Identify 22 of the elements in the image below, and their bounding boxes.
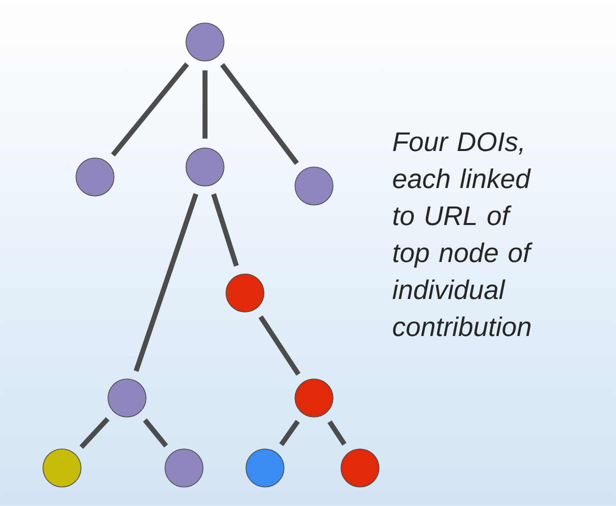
node-circle — [76, 158, 114, 196]
connector-line — [211, 193, 239, 267]
connector-line — [328, 420, 346, 446]
node-circle — [42, 448, 82, 488]
connector-line — [220, 63, 299, 165]
connector-line — [279, 420, 300, 446]
connector-line — [80, 417, 110, 449]
node-circle — [164, 448, 204, 488]
connector-line — [258, 315, 300, 376]
connector-line — [202, 70, 208, 139]
connector-line — [111, 62, 189, 157]
node-circle — [246, 448, 284, 488]
node-circle — [340, 448, 380, 488]
connector-line — [134, 193, 198, 372]
node-circle — [294, 166, 334, 206]
node-circle — [186, 22, 224, 62]
node-circle — [186, 148, 224, 186]
connector-line — [143, 418, 168, 448]
caption-text: Four DOIs, each linked to URL of top node of individual contribution — [392, 132, 533, 336]
node-circle — [294, 378, 334, 418]
node-circle — [108, 378, 146, 418]
node-circle — [226, 274, 264, 312]
